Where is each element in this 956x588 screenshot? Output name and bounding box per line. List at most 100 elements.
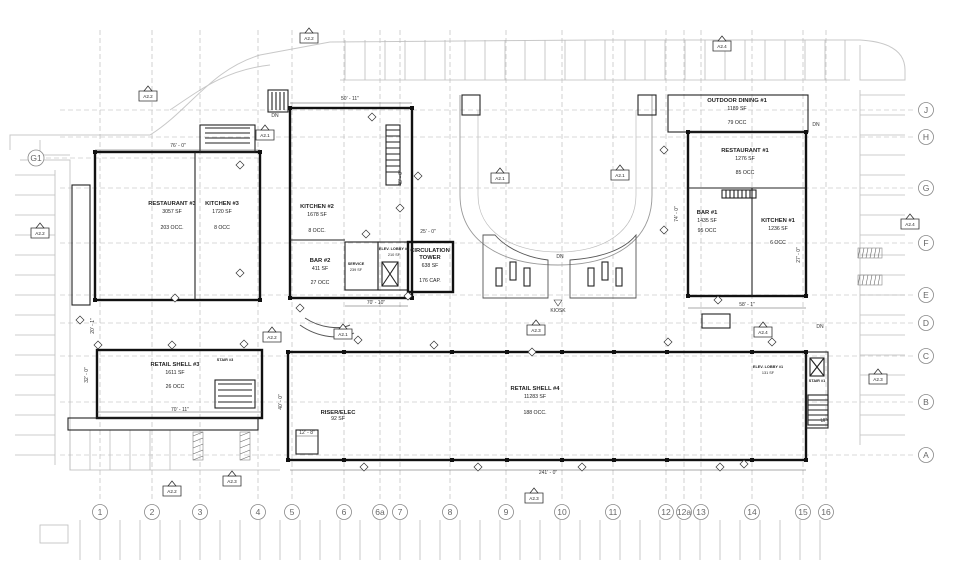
site-curb-drive bbox=[169, 64, 271, 111]
room-label-line: 188 OCC. bbox=[523, 410, 546, 416]
grid-bubble-12: 12 bbox=[658, 504, 674, 520]
room-label-line: STAIR #3 bbox=[217, 358, 233, 362]
door-tag-icon bbox=[413, 171, 423, 181]
section-tag-A2-4: A2.4 bbox=[712, 35, 732, 52]
site-curb-island bbox=[39, 140, 70, 156]
site-parking-layer bbox=[9, 39, 906, 560]
door-tag-icon bbox=[663, 337, 673, 347]
door-tag-icon bbox=[75, 315, 85, 325]
room-label-line: 92 SF bbox=[331, 416, 345, 422]
door-tag-icon bbox=[93, 340, 103, 350]
plaza-stair-right bbox=[637, 94, 657, 116]
plaza-stair-left bbox=[461, 94, 481, 116]
dimension-label-58-1: 58' - 1" bbox=[739, 302, 755, 308]
dimension-label-32-0: 32' - 0" bbox=[84, 367, 90, 383]
dimension-label-25-0: 25' - 0" bbox=[420, 229, 436, 235]
room-label-line: 79 OCC bbox=[728, 120, 747, 126]
grid-bubble-6a: 6a bbox=[372, 504, 388, 520]
grid-bubble-label: A bbox=[923, 450, 929, 460]
room-label-line: 1189 SF bbox=[727, 106, 746, 112]
section-tag-label: A2.1 bbox=[338, 332, 348, 337]
section-tag-A2-4: A2.4 bbox=[900, 213, 920, 230]
grid-bubble-13: 13 bbox=[693, 504, 709, 520]
room-label-line: 1435 SF bbox=[697, 218, 717, 224]
door-tag-icon bbox=[713, 295, 723, 305]
room-label-line: 11283 SF bbox=[524, 394, 546, 400]
room-label-line: 27 OCC bbox=[311, 280, 330, 286]
section-tag-A2-1: A2.1 bbox=[490, 167, 510, 184]
grid-bubble-label: 11 bbox=[609, 507, 618, 517]
grid-bubble-label: 12 bbox=[661, 507, 671, 517]
door-tag-icon bbox=[473, 462, 483, 472]
room-label-line: CIRCULATION bbox=[410, 248, 450, 254]
room-label-line: RETAIL SHELL #4 bbox=[511, 386, 561, 392]
site-fixture bbox=[701, 313, 731, 329]
section-tag-A2-3: A2.3 bbox=[222, 470, 242, 487]
site-curb-outline bbox=[9, 39, 906, 150]
door-tag-icon bbox=[235, 268, 245, 278]
grid-bubble-label: G bbox=[923, 183, 930, 193]
door-tag-icon bbox=[235, 160, 245, 170]
section-tag-label: A2.2 bbox=[267, 335, 277, 340]
parking-stripes-left bbox=[15, 170, 56, 465]
room-label-line: 1236 SF bbox=[768, 226, 788, 232]
room-label-line: 6 OCC bbox=[770, 240, 786, 246]
room-label-line: 1720 SF bbox=[212, 209, 232, 215]
grid-bubble-label: 15 bbox=[798, 507, 808, 517]
section-tag-A2-2: A2.2 bbox=[138, 85, 158, 102]
section-tag-label: A2.4 bbox=[905, 222, 915, 227]
grid-bubble-label: 1 bbox=[98, 507, 103, 517]
dn-label-stair: DN bbox=[271, 113, 279, 119]
door-tag-icon bbox=[429, 340, 439, 350]
door-tag-icon bbox=[739, 459, 749, 469]
parking-stripes-top bbox=[340, 40, 850, 81]
room-label-line: 131 SF bbox=[762, 371, 775, 375]
grid-bubble-label: 13 bbox=[696, 507, 706, 517]
room-label-line: 1678 SF bbox=[307, 212, 327, 218]
section-tag-label: A2.3 bbox=[227, 479, 237, 484]
door-tag-icon bbox=[367, 112, 377, 122]
room-label-line: KITCHEN #2 bbox=[300, 204, 334, 210]
section-tag-A2-1: A2.1 bbox=[610, 164, 630, 181]
section-tag-label: A2.1 bbox=[615, 173, 625, 178]
door-tag-icon bbox=[403, 291, 413, 301]
door-tag-icon bbox=[659, 145, 669, 155]
grid-bubble-12a: 12a bbox=[676, 504, 692, 520]
section-tag-A2-2: A2.2 bbox=[30, 222, 50, 239]
grid-bubble-label: 5 bbox=[290, 507, 295, 517]
room-label-line: 8 OCC bbox=[214, 225, 230, 231]
grid-bubble-label: 16 bbox=[821, 507, 831, 517]
building-walls bbox=[67, 89, 829, 471]
grid-bubble-label: J bbox=[924, 105, 928, 115]
grid-bubble-label: D bbox=[923, 318, 929, 328]
room-label-line: ELEV. LOBBY #2 bbox=[379, 247, 409, 251]
section-tag-label: A2.1 bbox=[495, 176, 505, 181]
section-tag-label: A2.1 bbox=[260, 133, 270, 138]
door-tag-icon bbox=[577, 462, 587, 472]
riser-elec-wall bbox=[295, 429, 319, 455]
plaza-arc-inner bbox=[477, 110, 637, 253]
grid-bubble-F: F bbox=[918, 235, 934, 251]
door-tag-markers bbox=[75, 112, 777, 472]
grid-bubble-H: H bbox=[918, 129, 934, 145]
dimension-label-20-1: 20' - 1" bbox=[90, 318, 96, 334]
section-tag-A2-4: A2.4 bbox=[753, 321, 773, 338]
grid-bubble-label: 6 bbox=[342, 507, 347, 517]
room-label-restaurant-1: RESTAURANT #1 1276 SF 85 OCC bbox=[721, 148, 769, 176]
room-label-line: 1276 SF bbox=[735, 156, 755, 162]
site-equipment-pad bbox=[39, 524, 69, 544]
elevator-1 bbox=[809, 357, 825, 377]
kiosk-label: KIOSK bbox=[550, 308, 566, 314]
grid-bubble-B: B bbox=[918, 394, 934, 410]
room-label-line: RESTAURANT #1 bbox=[721, 148, 769, 154]
grid-bubble-J: J bbox=[918, 102, 934, 118]
elevator-2 bbox=[381, 261, 399, 287]
section-tag-A2-2: A2.2 bbox=[262, 326, 282, 343]
room-label-line: 85 OCC bbox=[736, 170, 755, 176]
service-room-wall bbox=[344, 241, 379, 291]
grid-bubble-label: 6a bbox=[375, 507, 385, 517]
